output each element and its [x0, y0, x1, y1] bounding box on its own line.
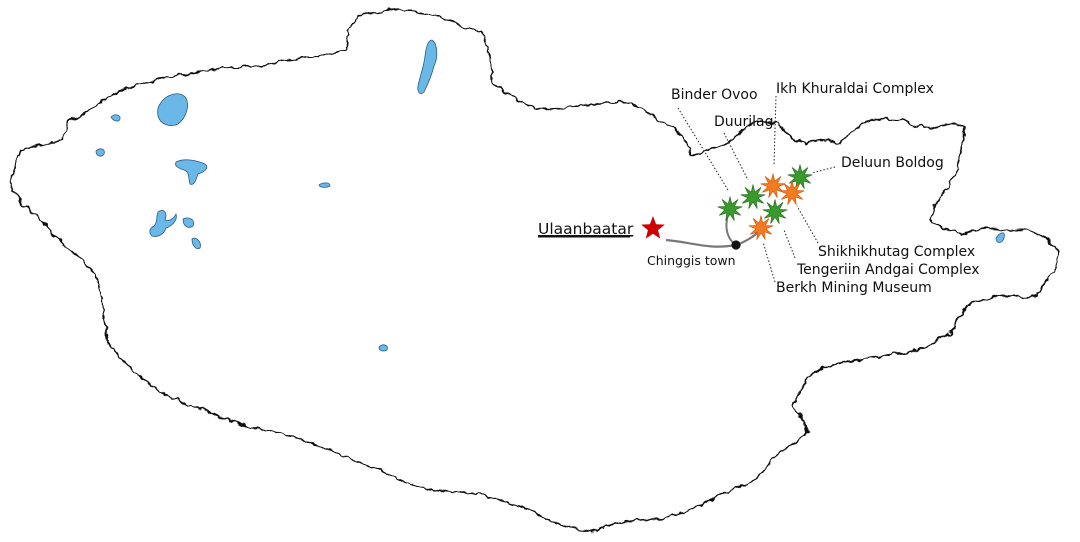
lake-small-center — [318, 182, 331, 188]
lakes — [95, 39, 1005, 352]
lake-small-nw — [110, 114, 121, 122]
lake-khovsgol — [417, 39, 438, 94]
site-label-binder-ovoo: Binder Ovoo — [671, 87, 758, 103]
site-label-ikh-khuraldai: Ikh Khuraldai Complex — [776, 81, 934, 97]
site-label-deluun-boldog: Deluun Boldog — [841, 155, 944, 171]
chinggis-town-dot-icon — [731, 240, 741, 250]
site-label-shikhikhutag: Shikhikhutag Complex — [818, 244, 975, 260]
heritage-sites — [717, 164, 813, 240]
lake-khar — [182, 217, 195, 228]
capital-star-icon — [641, 216, 665, 239]
town-label: Chinggis town — [647, 253, 736, 268]
lake-small-w — [95, 148, 105, 157]
site-burst-icon — [748, 215, 774, 240]
road-ulaanbaatar-chinggis — [665, 238, 736, 248]
mongolia-border — [11, 8, 1059, 533]
site-burst-icon — [717, 196, 743, 221]
lake-khar-us — [149, 210, 177, 237]
site-burst-icon — [760, 173, 786, 198]
capital-label: Ulaanbaatar — [538, 220, 634, 238]
lake-buir — [995, 232, 1005, 243]
lake-small-south — [378, 344, 388, 352]
lake-uvs — [157, 93, 188, 126]
site-burst-icon — [740, 184, 766, 209]
site-burst-icon — [787, 164, 813, 189]
site-label-duurilag: Duurilag — [714, 114, 774, 130]
site-burst-icon — [779, 180, 805, 205]
site-label-berkh-mining: Berkh Mining Museum — [776, 280, 932, 296]
lake-khyargas — [175, 159, 208, 185]
site-burst-icon — [762, 199, 788, 224]
leader-lines — [677, 95, 836, 283]
lake-durgun — [191, 237, 201, 249]
site-label-tengeriin-andgai: Tengeriin Andgai Complex — [796, 262, 980, 278]
